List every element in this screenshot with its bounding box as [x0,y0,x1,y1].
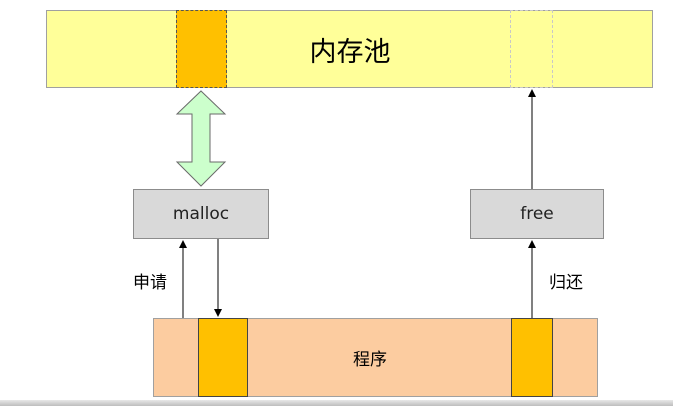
program-label: 程序 [353,350,387,370]
pool-allocated-block [176,10,227,88]
program-allocated-block [198,318,248,397]
memory-pool [46,10,653,88]
program-released-block [511,318,553,397]
memory-pool-label: 内存池 [309,36,391,68]
bottom-shadow [0,400,673,406]
free-box: free [470,189,604,239]
apply-label: 申请 [133,273,167,293]
malloc-box: malloc [133,189,269,239]
return-label: 归还 [549,273,583,293]
pool-freed-block [510,10,553,88]
double-arrow [175,90,227,187]
